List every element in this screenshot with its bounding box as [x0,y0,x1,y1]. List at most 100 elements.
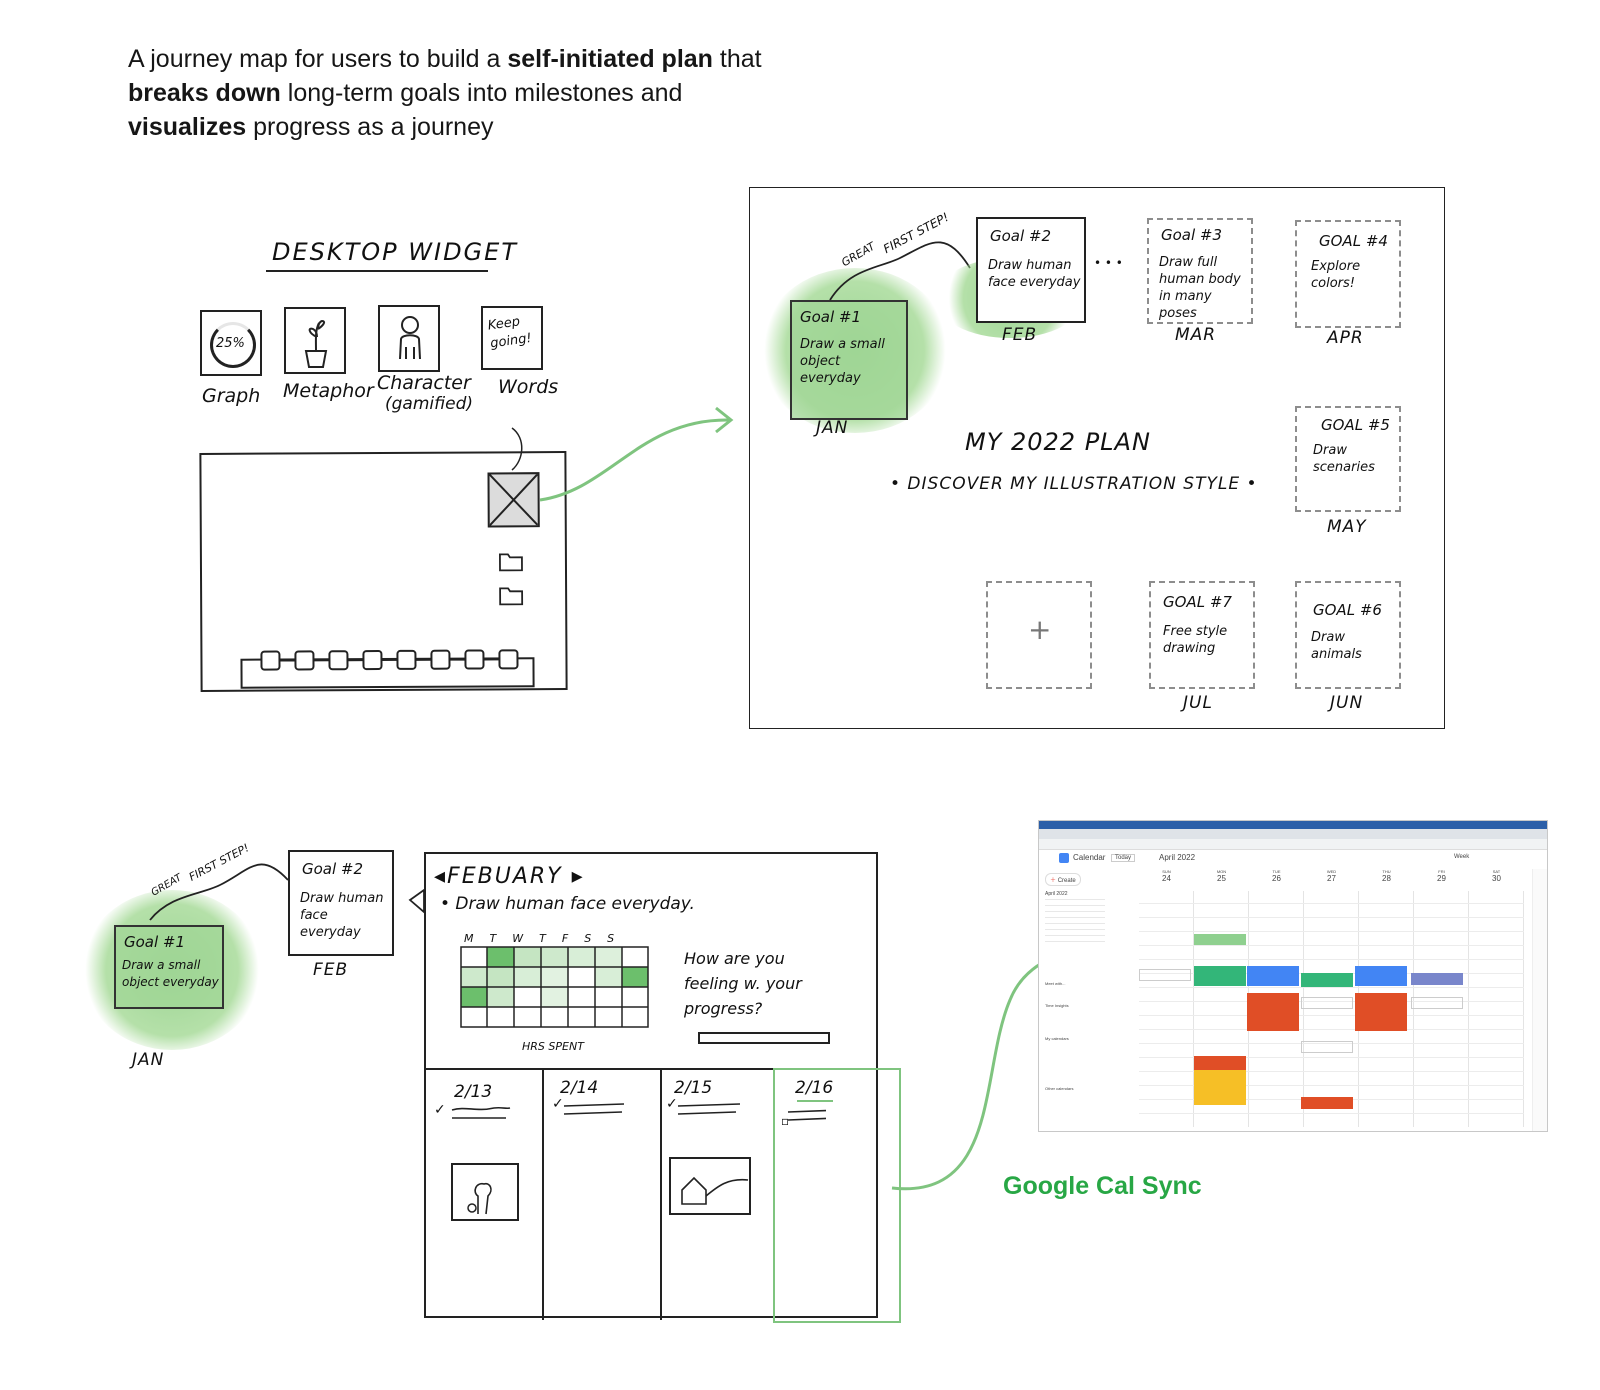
goal-title: Goal #2 [990,227,1052,245]
goal-month: JAN [816,418,849,438]
intro-bold: breaks down [128,79,281,107]
goal-card-4[interactable]: GOAL #4 Explore colors! [1295,220,1401,328]
calendar-event[interactable] [1139,969,1191,981]
sketch-thumbnail[interactable] [450,1162,522,1224]
progress-ring-icon [210,322,256,368]
intro-bold: self-initiated plan [507,45,713,73]
next-month-icon[interactable]: ▸ [562,864,585,889]
calendar-event[interactable] [1301,1041,1353,1053]
path-line [149,863,289,921]
day-label: 2/15 [674,1078,713,1098]
widget-option-sublabel: (gamified) [385,394,473,414]
google-calendar-screenshot: Calendar Today April 2022 Week ＋ Create … [1038,820,1548,1132]
app-title: Calendar [1073,853,1106,862]
calendar-event[interactable] [1301,997,1353,1009]
calendar-event[interactable] [1194,934,1246,945]
goal-card-3[interactable]: Goal #3 Draw full human body in many pos… [1147,218,1253,324]
widget-option-character[interactable] [378,305,440,372]
goal-month: JUL [1183,693,1213,713]
sidebar-item[interactable]: Other calendars [1045,1086,1074,1091]
widget-option-words[interactable]: Keep going! [481,306,543,370]
weekday-labels: M T W T F S S [464,932,664,945]
view-select[interactable]: Week [1454,854,1470,860]
sidebar-item[interactable]: My calendars [1045,1036,1069,1041]
create-button[interactable]: ＋ Create [1045,873,1081,886]
calendar-event[interactable] [1411,997,1463,1009]
calendar-event[interactable] [1194,966,1246,986]
goal-title: GOAL #5 [1321,416,1390,434]
image-placeholder-icon [489,474,538,526]
sidebar-item[interactable]: Meet with... [1045,981,1066,986]
path-line [829,241,971,301]
month-name: FEBUARY [447,864,563,889]
goal-month: MAY [1327,517,1367,537]
address-bar [1039,839,1547,850]
add-goal-button[interactable]: + [986,581,1092,689]
check-icon[interactable]: ✓ [552,1096,564,1112]
intro-bold: visualizes [128,113,247,141]
calendar-event[interactable] [1194,1070,1246,1105]
goal-title: Goal #3 [1161,226,1223,244]
goal-card-5[interactable]: GOAL #5 Draw scenaries [1295,406,1401,512]
goal-title: GOAL #7 [1163,593,1232,611]
intro-paragraph: A journey map for users to build a self-… [128,42,848,144]
weekday-label: S [584,932,592,945]
goal-title: GOAL #4 [1319,232,1388,250]
weekday-label: S [607,932,615,945]
goal-title: GOAL #6 [1313,601,1382,619]
goal-card-6[interactable]: GOAL #6 Draw animals [1295,581,1401,689]
goal-desc: Explore colors! [1311,259,1361,291]
checkbox-icon[interactable]: ▫ [781,1114,790,1128]
calendar-event[interactable] [1301,973,1353,987]
intro-text: long-term goals into milestones and [280,79,683,107]
date-range: April 2022 [1159,853,1196,862]
goal-title: Goal #2 [302,860,364,878]
goal-card-1[interactable]: Goal #1 Draw a small object everyday [790,300,908,420]
calendar-event[interactable] [1247,966,1299,986]
sketch-thumbnail[interactable] [668,1156,754,1218]
calendar-event[interactable] [1247,993,1299,1031]
calendar-event[interactable] [1355,966,1407,986]
check-icon[interactable]: ✓ [434,1102,446,1118]
intro-text: progress as a journey [246,113,494,141]
widget-option-metaphor[interactable] [284,307,346,374]
prev-month-icon[interactable]: ◂ [434,864,448,889]
goal-desc: Draw scenaries [1313,443,1375,475]
widget-option-label: Graph [202,385,261,407]
desktop-screen-sketch [199,451,568,692]
intro-text: that [712,45,762,73]
gcal-caption: Google Cal Sync [1003,1172,1202,1200]
goal-desc: Free style drawing [1163,624,1228,656]
sidebar-item[interactable]: Time Insights [1045,1003,1069,1008]
widget-option-graph[interactable]: 25% [200,310,262,376]
widget-heading: DESKTOP WIDGET [272,238,518,266]
today-button[interactable]: Today [1111,854,1136,862]
ellipsis: • • • [1094,256,1123,270]
calendar-event[interactable] [1355,993,1407,1031]
weekday-label: F [561,932,569,945]
day-column-highlight[interactable]: 2/16 ▫ [773,1068,901,1323]
widget-placeholder[interactable] [487,472,540,528]
plan-title: MY 2022 PLAN [965,428,1151,456]
goal-card-2-mini[interactable]: Goal #2 Draw human face everyday [288,850,394,956]
intro-text: A journey map for users to build a [128,45,508,73]
plus-icon: + [1028,613,1052,646]
widget-option-label: Metaphor [283,380,374,402]
day-label: 2/13 [454,1082,493,1102]
mini-calendar[interactable] [1045,899,1105,947]
goal-card-7[interactable]: GOAL #7 Free style drawing [1149,581,1255,689]
check-icon[interactable]: ✓ [666,1096,678,1112]
goal-month: JUN [1330,693,1364,713]
mini-month-title: April 2022 [1045,891,1068,897]
calendar-event[interactable] [1194,1056,1246,1070]
goal-month: JAN [132,1050,165,1070]
progress-input[interactable] [698,1032,830,1044]
goal-card-1-mini[interactable]: Goal #1 Draw a small object everyday [114,925,224,1009]
calendar-logo-icon [1059,853,1069,863]
goal-desc: Draw a small object everyday [800,337,885,386]
goal-card-2[interactable]: Goal #2 Draw human face everyday [976,217,1086,323]
calendar-event[interactable] [1411,973,1463,985]
calendar-event[interactable] [1301,1097,1353,1109]
